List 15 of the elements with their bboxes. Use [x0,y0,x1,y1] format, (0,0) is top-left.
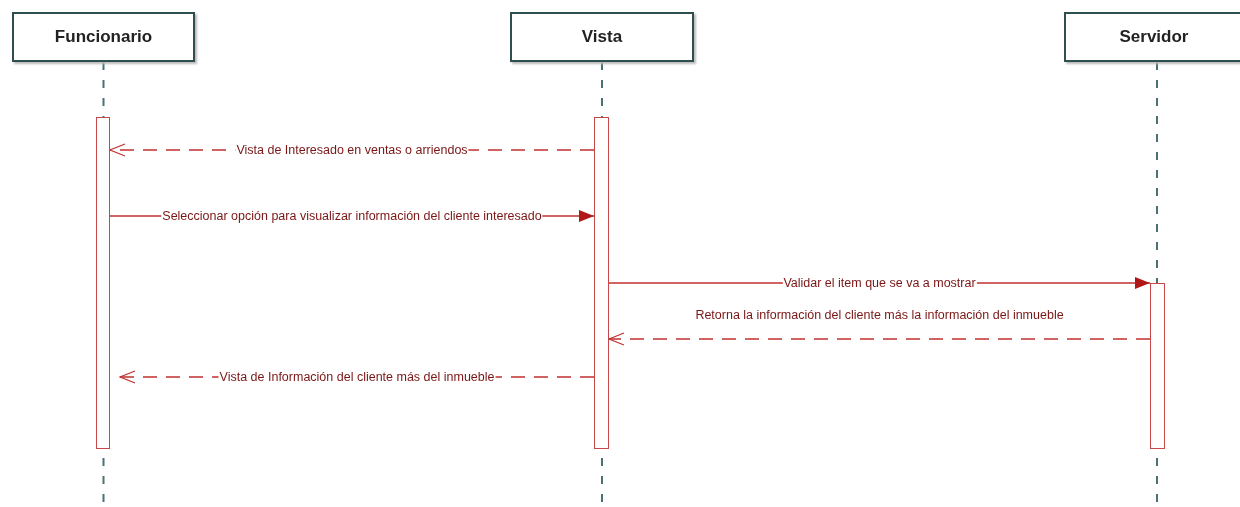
message-label: Vista de Información del cliente más del inmueble [218,370,496,384]
message-label: Vista de Interesado en ventas o arriendos [235,143,469,157]
message-label: Retorna la información del cliente más la información del inmueble [694,308,1065,322]
participant-box [1064,12,1240,62]
return-message-arrow [608,332,1151,346]
activation-bar [96,117,110,449]
activation-bar [1150,283,1165,449]
participant-box [12,12,195,62]
participant-name: Vista [581,27,623,47]
activation-bar [594,117,609,449]
participant-box [510,12,694,62]
participant-name: Servidor [1119,27,1189,47]
message-label: Seleccionar opción para visualizar información del cliente interesado [161,209,543,223]
participant-name: Funcionario [54,27,153,47]
message-label: Validar el item que se va a mostrar [782,276,977,290]
